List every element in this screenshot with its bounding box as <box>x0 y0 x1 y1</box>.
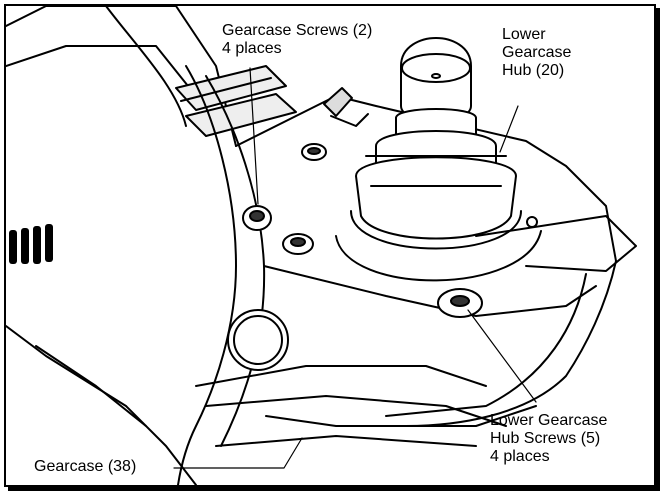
gearcase-line-drawing <box>6 6 637 485</box>
leader-gearcase-screws <box>249 67 259 205</box>
leader-hub-screws <box>467 309 537 403</box>
gearcase-screw-top <box>301 143 327 161</box>
callout-lower-gearcase-hub-line1: Lower <box>502 26 546 43</box>
callout-lower-gearcase-hub-screws: Lower Gearcase Hub Screws (5) 4 places <box>490 412 607 466</box>
callout-gearcase-line1: Gearcase (38) <box>34 458 137 475</box>
callout-hub-screws-line1: Lower Gearcase <box>490 412 608 429</box>
hub-flange <box>475 215 637 272</box>
leader-gearcase <box>173 437 303 469</box>
callout-hub-screws-line3: 4 places <box>490 448 550 465</box>
callout-gearcase: Gearcase (38) <box>34 458 139 476</box>
callout-gearcase-screws-line2: 4 places <box>222 40 282 57</box>
housing-vents <box>9 224 53 264</box>
callout-lower-gearcase-hub-line2: Gearcase <box>502 44 572 61</box>
gearcase-body <box>177 65 617 485</box>
spindle-lock-lever <box>323 87 369 127</box>
gearcase-screw-upper <box>242 205 272 231</box>
lower-gearcase-hub <box>335 37 542 282</box>
side-boss <box>227 309 289 371</box>
gearcase-screw-lower <box>282 233 314 255</box>
callout-gearcase-screws: Gearcase Screws (2) 4 places <box>222 22 372 58</box>
leader-lower-gearcase-hub <box>499 105 519 153</box>
callout-lower-gearcase-hub-line3: Hub (20) <box>502 62 565 79</box>
leader-lines <box>173 67 537 469</box>
callout-hub-screws-line2: Hub Screws (5) <box>490 430 601 447</box>
callout-lower-gearcase-hub: Lower Gearcase Hub (20) <box>502 26 571 80</box>
figure-frame: Gearcase Screws (2) 4 places Lower Gearc… <box>4 4 656 487</box>
hub-screw <box>437 288 483 318</box>
callout-gearcase-screws-line1: Gearcase Screws (2) <box>222 22 373 39</box>
